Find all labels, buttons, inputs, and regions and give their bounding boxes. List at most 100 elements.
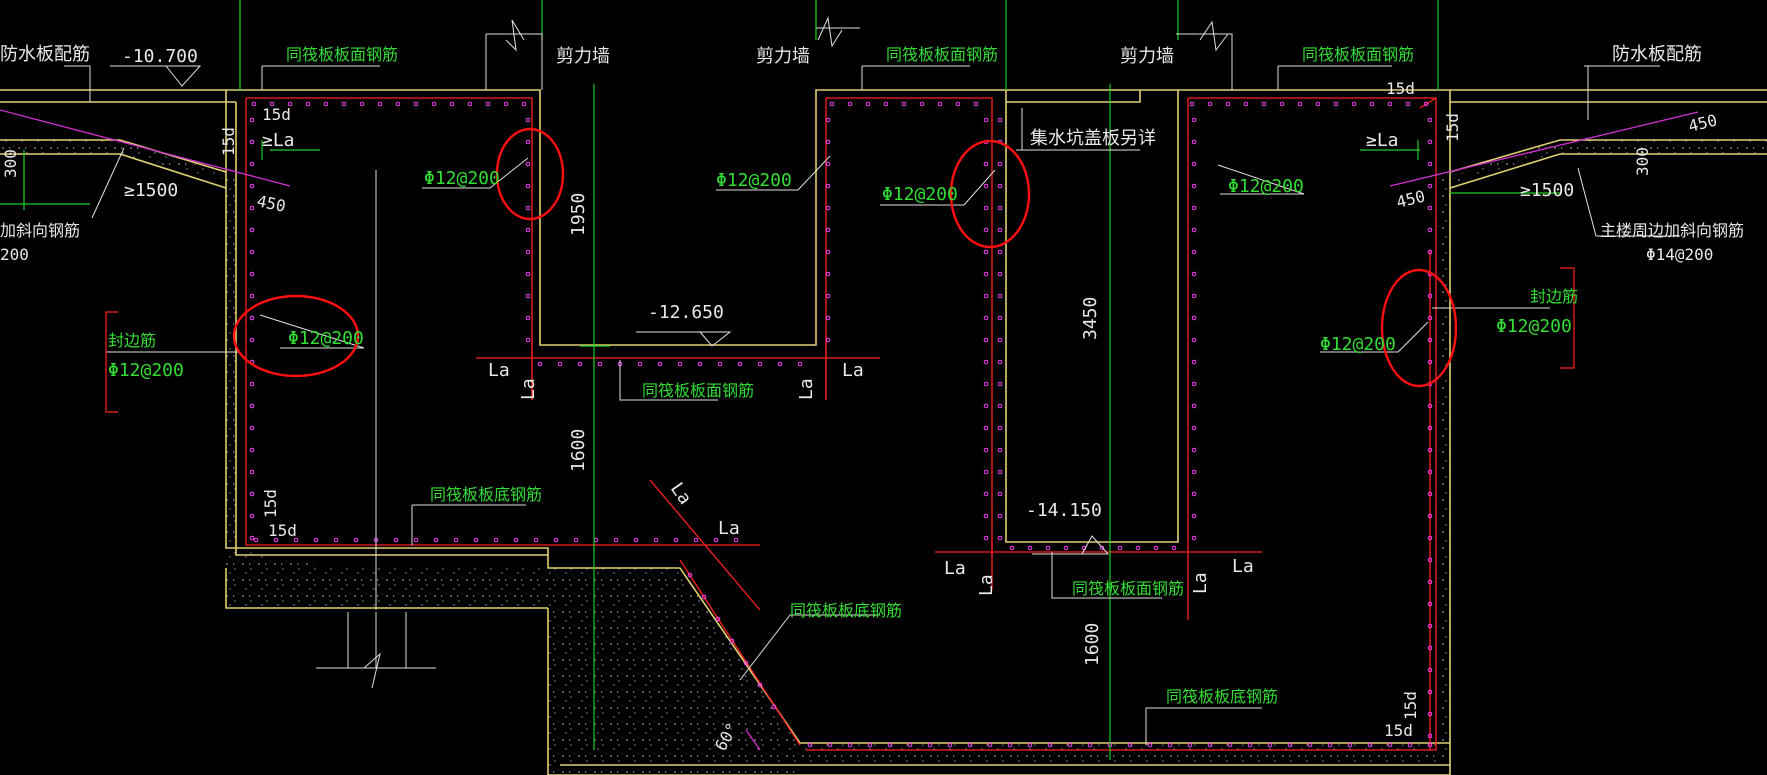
rebar-dot (525, 139, 531, 145)
rebar-dot (997, 293, 1003, 299)
rebar-dot (987, 742, 993, 748)
label-elevation-12650: -12.650 (648, 302, 724, 323)
rebar-dot (693, 537, 699, 543)
rebar-dot (825, 315, 831, 321)
rebar-dot (1191, 271, 1197, 277)
rebar-dot (1191, 161, 1197, 167)
label-waterproof-right: 防水板配筋 (1612, 44, 1702, 65)
rebar-dot (653, 537, 659, 543)
rebar-dot (829, 101, 835, 107)
label-15d-top-left-vertical: 15d (219, 127, 238, 156)
rebar-dot (273, 537, 279, 543)
rebar-dots (249, 101, 1433, 748)
rebar-dot (1427, 205, 1433, 211)
rebar-dot (1191, 491, 1197, 497)
rebar-dot (249, 447, 255, 453)
label-edge-rebar-left: 封边筋 (108, 331, 156, 350)
rebar-dot (287, 101, 293, 107)
rebar-dot (1427, 689, 1433, 695)
rebar-dot (1427, 491, 1433, 497)
slope-lines (0, 109, 1699, 751)
rebar-dot (947, 742, 953, 748)
label-300-right: 300 (1633, 147, 1652, 176)
rebar-dot (983, 183, 989, 189)
rebar-dot (807, 742, 813, 748)
rebar-dot (313, 537, 319, 543)
rebar-dot (1191, 403, 1197, 409)
label-phi12-circle-1: Φ12@200 (424, 168, 500, 189)
rebar-dot (1427, 425, 1433, 431)
rebar-dot (1171, 545, 1177, 551)
rebar-dot (1191, 205, 1197, 211)
rebar-dot (733, 537, 739, 543)
rebar-dot (1405, 101, 1411, 107)
rebar-dot (1427, 645, 1433, 651)
rebar-dot (1191, 359, 1197, 365)
rebar-dot (1333, 101, 1339, 107)
rebar-dot (1191, 117, 1197, 123)
rebar-dot (825, 183, 831, 189)
rebar-dot (249, 513, 255, 519)
rebar-dot (717, 361, 723, 367)
rebar-dot (827, 742, 833, 748)
label-la-4: La (842, 360, 864, 381)
label-la-1: La (488, 360, 510, 381)
rebar-dot (305, 101, 311, 107)
rebar-dot (525, 337, 531, 343)
rebar-dot (867, 742, 873, 748)
rebar-dot (1191, 425, 1197, 431)
rebar-dot (1427, 183, 1433, 189)
rebar-dot (1427, 315, 1433, 321)
rebar-dot (997, 227, 1003, 233)
rebar-dot (1427, 139, 1433, 145)
rebar-dot (825, 117, 831, 123)
rebar-dot (1153, 545, 1159, 551)
rebar-dot (1427, 293, 1433, 299)
label-main-building-rebar: 主楼周边加斜向钢筋 (1600, 221, 1744, 240)
rebar-dot (737, 361, 743, 367)
rebar-dot (249, 491, 255, 497)
rebar-dot (433, 537, 439, 543)
rebar-dot (1327, 742, 1333, 748)
rebar-dot (997, 491, 1003, 497)
rebar-dot (657, 361, 663, 367)
label-shear-wall-2: 剪力墙 (756, 46, 810, 67)
rebar-dot (449, 101, 455, 107)
rebar-dot (1047, 742, 1053, 748)
rebar-dot (757, 361, 763, 367)
rebar-dot (553, 537, 559, 543)
rebar-dot (973, 101, 979, 107)
rebar-dot (865, 101, 871, 107)
rebar-dot (1189, 101, 1195, 107)
rebar-dot (633, 537, 639, 543)
highlight-circle-1 (495, 127, 565, 221)
label-15d-bottom-left: 15d (268, 521, 297, 540)
label-phi12-circle-4: Φ12@200 (1320, 334, 1396, 355)
rebar-dot (413, 101, 419, 107)
rebar-dot (249, 249, 255, 255)
rebar-dot (825, 337, 831, 343)
rebar-dot (1127, 742, 1133, 748)
rebar-dot (333, 537, 339, 543)
rebar-dot (1427, 667, 1433, 673)
label-la-10: La (1232, 556, 1254, 577)
label-raft-top-rebar-mid-1: 同筏板板面钢筋 (642, 381, 754, 400)
rebar-dot (919, 101, 925, 107)
label-dim-1950: 1950 (568, 193, 589, 236)
rebar-dot (1427, 711, 1433, 717)
rebar-dot (1279, 101, 1285, 107)
rebar-dot (249, 535, 255, 541)
label-raft-top-rebar-3: 同筏板板面钢筋 (1302, 45, 1414, 64)
rebar-dot (1227, 742, 1233, 748)
rebar-dot (1207, 101, 1213, 107)
top-slab-lines (0, 89, 1767, 775)
rebar-dot (997, 359, 1003, 365)
rebar-dot (1191, 337, 1197, 343)
rebar-dot (323, 101, 329, 107)
rebar-dot (729, 638, 735, 644)
label-15d-top-right-vertical: 15d (1443, 113, 1462, 142)
rebar-dot (1427, 557, 1433, 563)
rebar-dot (1347, 742, 1353, 748)
rebar-dot (757, 682, 763, 688)
